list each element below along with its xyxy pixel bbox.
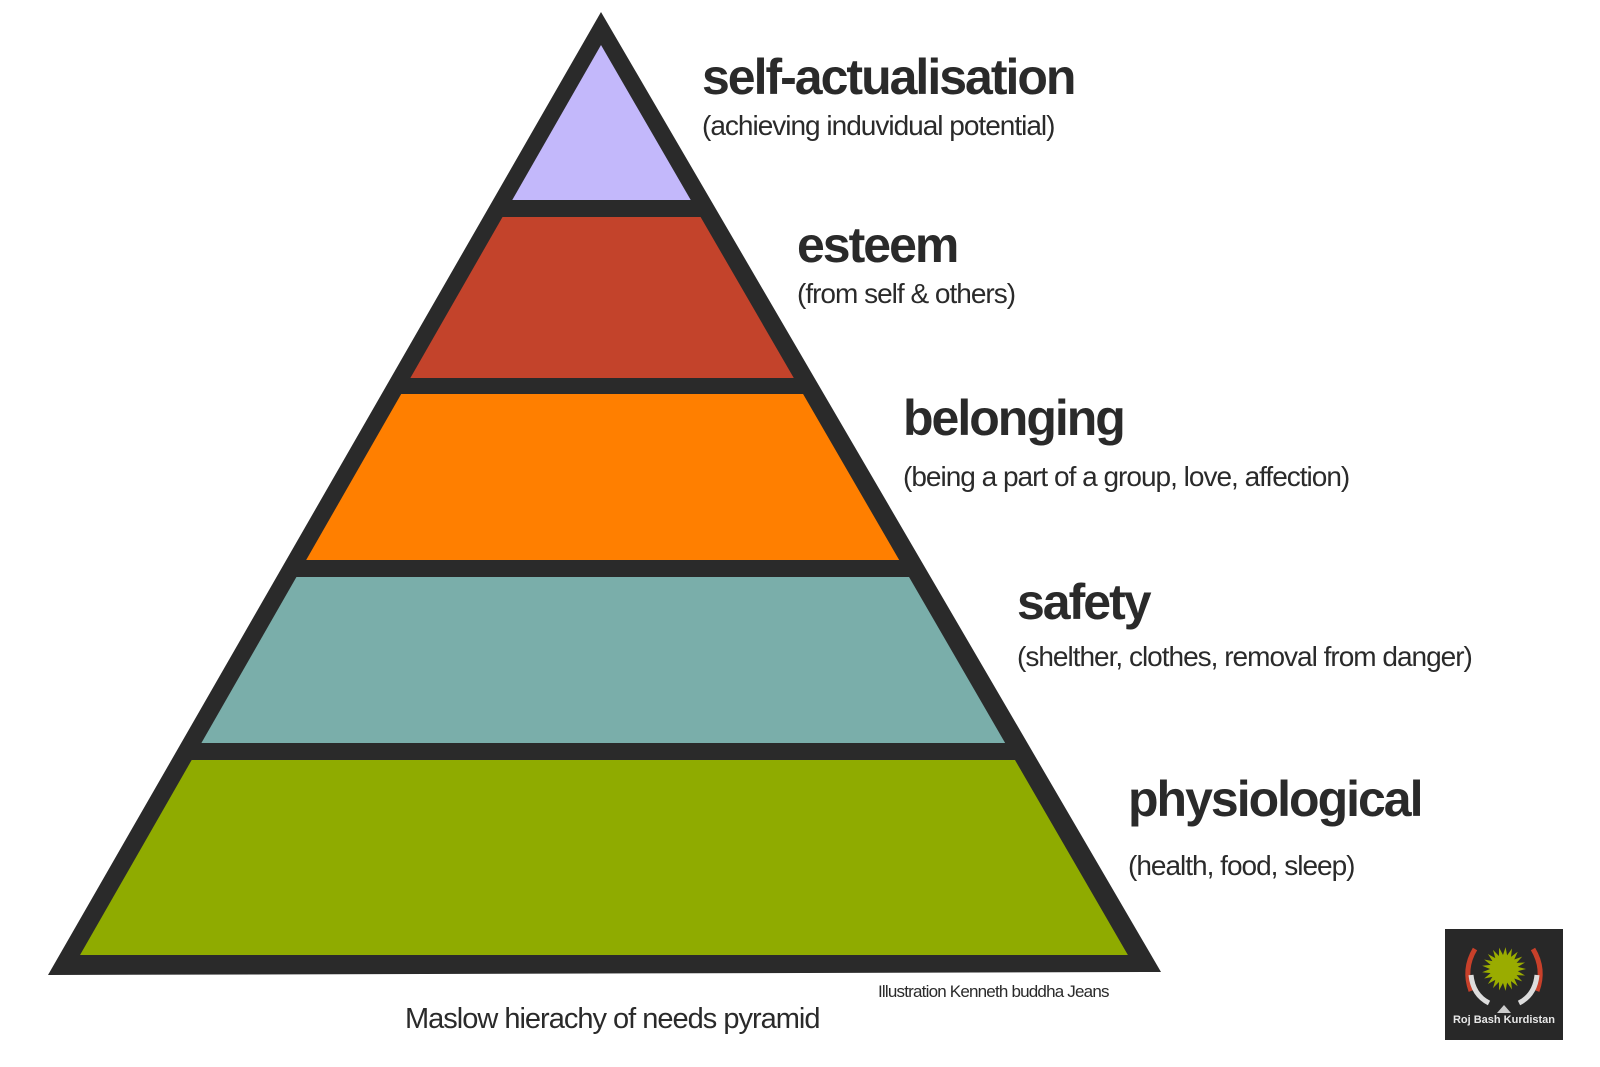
- logo-text: Roj Bash Kurdistan: [1452, 1014, 1556, 1026]
- level-title: safety: [1017, 574, 1152, 630]
- band-physiological: [80, 760, 1128, 955]
- level-subtitle: (being a part of a group, love, affectio…: [903, 461, 1350, 492]
- band-esteem: [410, 217, 794, 378]
- level-title: esteem: [797, 217, 959, 273]
- level-subtitle: (achieving induvidual potential): [702, 110, 1055, 141]
- level-subtitle: (shelther, clothes, removal from danger): [1017, 641, 1473, 672]
- band-safety: [201, 577, 1006, 743]
- sun-emblem-icon: [1465, 947, 1543, 1013]
- diagram-caption: Maslow hierachy of needs pyramid: [405, 1003, 820, 1035]
- level-safety: safety (shelther, clothes, removal from …: [1017, 574, 1473, 672]
- level-physiological: physiological (health, food, sleep): [1128, 771, 1424, 881]
- level-title: self-actualisation: [702, 49, 1076, 105]
- level-subtitle: (from self & others): [797, 278, 1016, 309]
- level-subtitle: (health, food, sleep): [1128, 850, 1355, 881]
- level-self-actualisation: self-actualisation (achieving induvidual…: [702, 49, 1076, 141]
- band-belonging: [306, 394, 900, 560]
- logo: Roj Bash Kurdistan: [1445, 929, 1563, 1040]
- level-belonging: belonging (being a part of a group, love…: [903, 390, 1350, 492]
- level-esteem: esteem (from self & others): [797, 217, 1016, 309]
- level-title: belonging: [903, 390, 1126, 446]
- band-self-actualisation: [512, 45, 691, 200]
- illustration-credit: Illustration Kenneth buddha Jeans: [878, 982, 1109, 1001]
- level-title: physiological: [1128, 771, 1424, 827]
